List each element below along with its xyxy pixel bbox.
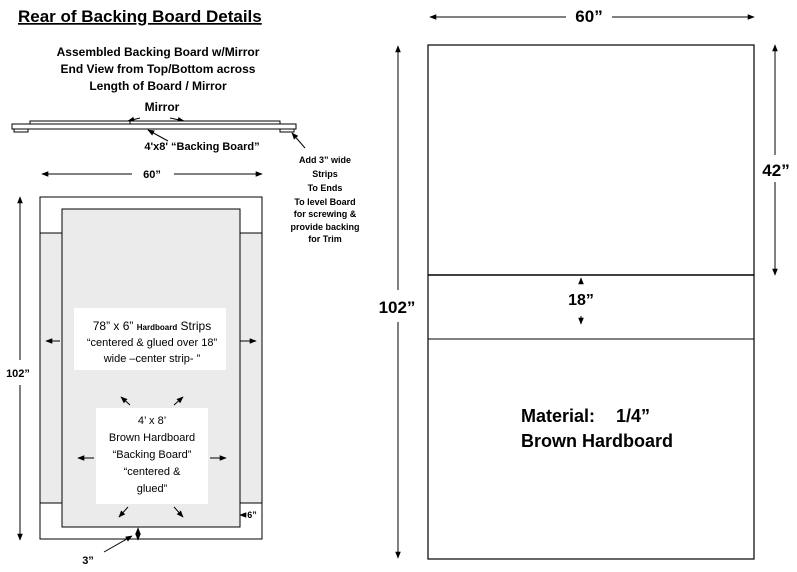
strips-note-line-3: wide –center strip- ” bbox=[103, 353, 201, 365]
strip-note-line: for Trim bbox=[308, 234, 342, 244]
end-view-caption-1: Assembled Backing Board w/Mirror bbox=[57, 45, 260, 59]
strips-note-box bbox=[74, 308, 226, 370]
material-type: Brown Hardboard bbox=[521, 431, 673, 451]
strip-note-line: Strips bbox=[312, 169, 338, 179]
hardboard-note-line: Brown Hardboard bbox=[109, 432, 195, 444]
strip-note-arrow bbox=[291, 132, 306, 149]
hb-arrow-up-right bbox=[173, 396, 184, 406]
strips-note-small: Hardboard bbox=[137, 323, 178, 332]
end-view: Assembled Backing Board w/Mirror End Vie… bbox=[11, 45, 360, 244]
hardboard-note-line: “Backing Board” bbox=[113, 449, 192, 461]
mirror-label: Mirror bbox=[145, 100, 180, 114]
end-view-mirror-left bbox=[29, 120, 131, 125]
strip-note-line: To level Board bbox=[294, 197, 355, 207]
end-view-caption-3: Length of Board / Mirror bbox=[89, 79, 227, 93]
hb-arrow-down-right bbox=[173, 506, 184, 518]
left-strip bbox=[39, 232, 63, 504]
large-height-label: 102” bbox=[379, 298, 416, 317]
right-strip bbox=[239, 232, 263, 504]
large-view: 60” 102” 42” 18” Material: 1/4” Brown Ha… bbox=[379, 7, 790, 560]
end-view-mirror-right bbox=[129, 120, 281, 125]
strips-note-suffix: Strips bbox=[177, 319, 211, 333]
backing-board-arrow bbox=[147, 129, 169, 142]
end-view-caption-2: End View from Top/Bottom across bbox=[61, 62, 256, 76]
strip-note-line: for screwing & bbox=[294, 209, 357, 219]
material-value: 1/4” bbox=[616, 406, 650, 426]
strips-note-line-1: 78” x 6” Hardboard Strips bbox=[93, 319, 211, 333]
large-width-label: 60” bbox=[575, 7, 602, 26]
page-title: Rear of Backing Board Details bbox=[18, 7, 262, 26]
hb-arrow-up-left bbox=[120, 396, 131, 406]
small-width-label: 60” bbox=[143, 169, 161, 181]
strip-note: Add 3” wide Strips To Ends To level Boar… bbox=[290, 155, 359, 244]
end-view-end-strip-right bbox=[279, 128, 295, 133]
hb-arrow-down-left bbox=[118, 506, 129, 518]
backing-board-label: 4'x8' “Backing Board” bbox=[144, 141, 259, 153]
end-view-end-strip-left bbox=[13, 128, 29, 133]
hardboard-note-line: “centered & bbox=[124, 466, 182, 478]
strip-note-line: provide backing bbox=[290, 222, 359, 232]
hardboard-note-line: 4’ x 8’ bbox=[138, 415, 166, 427]
strip-note-line: To Ends bbox=[308, 183, 343, 193]
top-section-label: 42” bbox=[762, 161, 789, 180]
small-rear-view: 60” 102” 78” x 6” Hardboard Strips “cent… bbox=[6, 169, 263, 567]
strips-note-prefix: 78” x 6” bbox=[93, 319, 137, 333]
six-inch-label: 6” bbox=[247, 510, 257, 520]
three-inch-leader bbox=[103, 535, 133, 553]
three-inch-label: 3” bbox=[82, 555, 94, 567]
middle-section-label: 18” bbox=[568, 292, 594, 309]
strip-note-line: Add 3” wide bbox=[299, 155, 351, 165]
strips-note-line-2: “centered & glued over 18” bbox=[87, 337, 218, 349]
end-view-backing-board bbox=[11, 123, 297, 130]
material-label: Material: bbox=[521, 406, 595, 426]
hardboard-note-line: glued” bbox=[137, 483, 168, 495]
small-height-label: 102” bbox=[6, 368, 30, 380]
hardboard-note-box bbox=[96, 408, 208, 504]
large-board bbox=[427, 44, 755, 560]
